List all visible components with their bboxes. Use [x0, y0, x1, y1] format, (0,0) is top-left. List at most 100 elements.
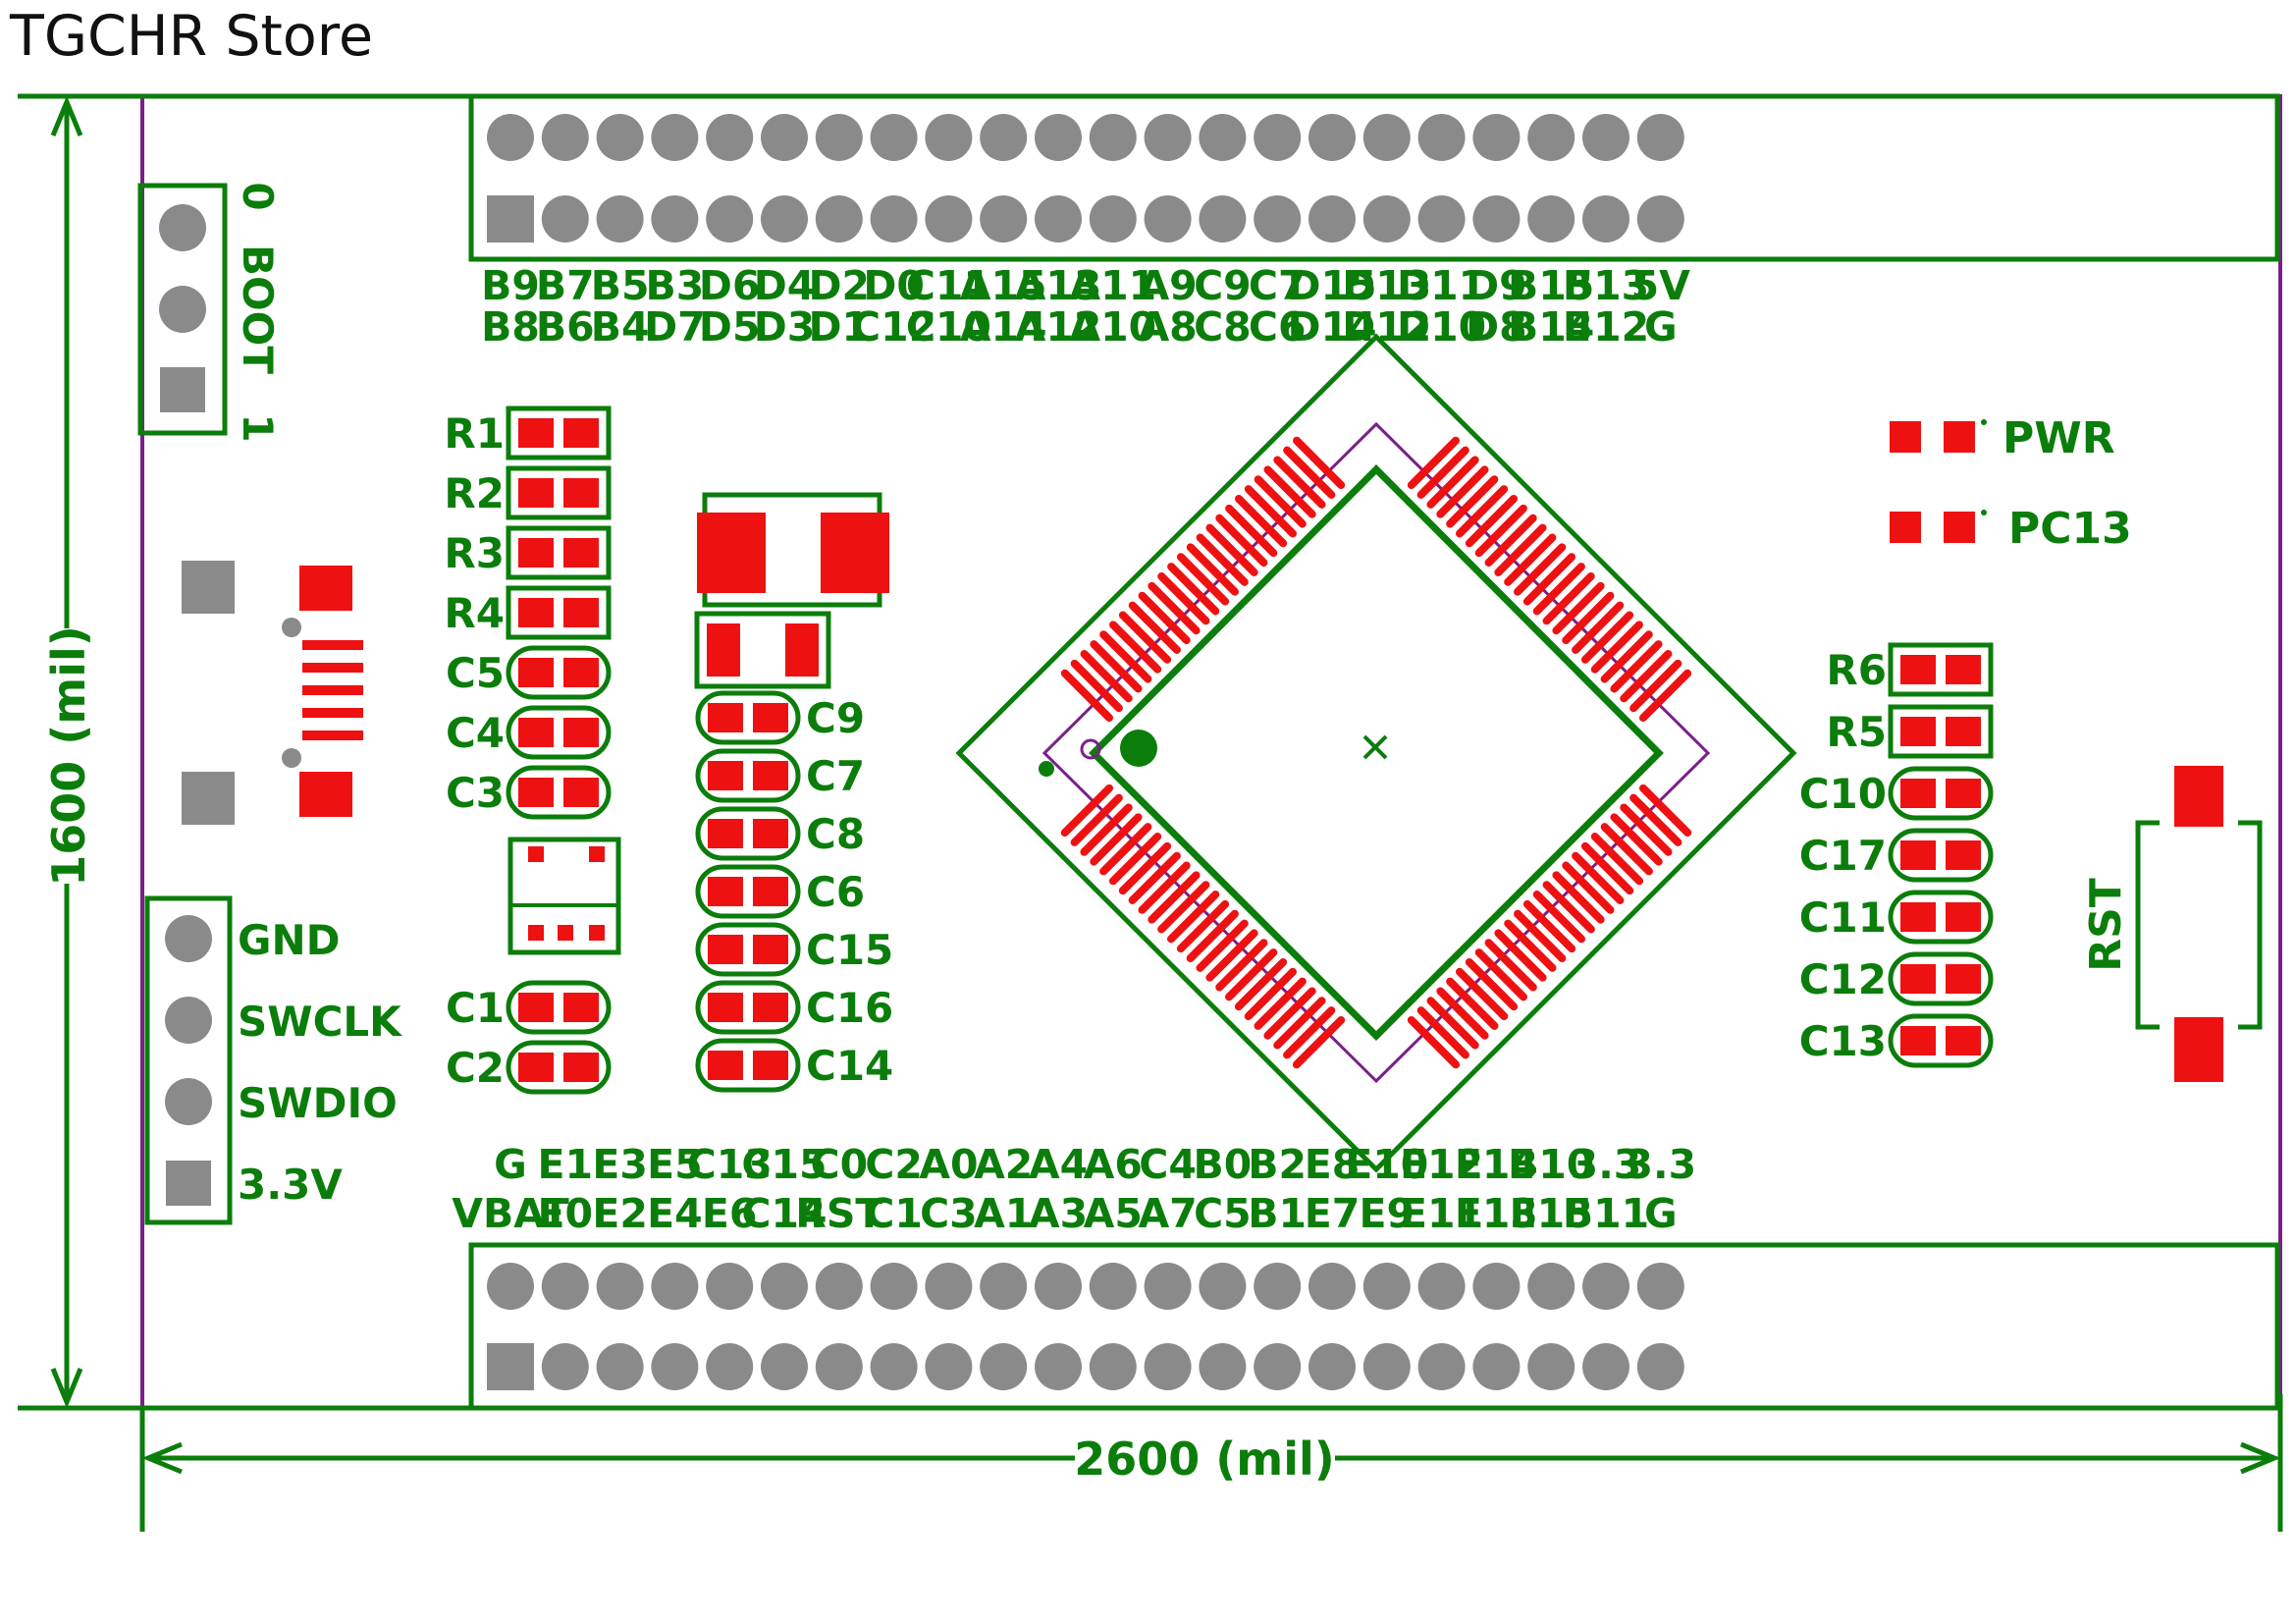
header-label: 3.3 — [1571, 1141, 1642, 1188]
mcu-pin — [1254, 475, 1307, 528]
smd-component — [506, 406, 612, 460]
mcu-pin1-dot — [1120, 730, 1157, 767]
smd-component — [1888, 642, 1994, 697]
header-pin — [596, 1343, 644, 1390]
component-label: R6 — [1826, 646, 1887, 694]
mcu-pin — [1638, 669, 1692, 723]
header-label: A4 — [1029, 1141, 1088, 1188]
header-pin — [1089, 1343, 1137, 1390]
mcu-pin — [1196, 919, 1249, 972]
header-pin — [651, 1343, 699, 1390]
component-label: C2 — [446, 1044, 505, 1092]
header-pin — [925, 195, 973, 243]
header-label: E6 — [702, 1190, 758, 1237]
header-pin — [1527, 1343, 1575, 1390]
header-pin — [761, 1263, 808, 1310]
header-label: B14 — [1508, 303, 1594, 351]
header-pin — [1527, 114, 1575, 161]
header-pin — [1254, 195, 1302, 243]
header-pin — [925, 114, 973, 161]
header-pin — [1362, 195, 1411, 243]
header-pin — [1636, 114, 1684, 161]
component-label: C9 — [806, 694, 865, 742]
smd-component — [695, 806, 801, 861]
header-pin — [1199, 1263, 1247, 1310]
header-pin — [925, 1343, 973, 1390]
header-pin — [925, 1263, 973, 1310]
swd-label-3v3: 3.3V — [238, 1161, 343, 1209]
header-pin — [651, 1263, 699, 1310]
header-label: C13 — [687, 1141, 773, 1188]
header-label: B10 — [1508, 1141, 1594, 1188]
header-label: A15 — [960, 262, 1047, 309]
component-label: R1 — [444, 409, 505, 458]
mcu-pin — [1186, 909, 1239, 962]
top-header-frame — [468, 93, 2280, 262]
smd-component — [1888, 951, 1994, 1006]
mcu-pin — [1494, 523, 1547, 576]
header-pin — [1308, 114, 1356, 161]
bottom-header-pins — [487, 1263, 1684, 1390]
mcu-pin — [1215, 939, 1268, 992]
header-label: B12 — [1563, 303, 1649, 351]
smd-component — [506, 1040, 612, 1095]
header-pin — [1527, 195, 1575, 243]
swd-pin-3v3 — [166, 1161, 211, 1206]
header-pin — [980, 195, 1028, 243]
header-label: E13 — [1455, 1190, 1538, 1237]
mcu-pin — [1542, 571, 1595, 625]
component-label: C8 — [806, 810, 865, 858]
mcu-pin — [1542, 881, 1595, 934]
mcu-pin — [1436, 987, 1489, 1040]
header-pin — [1254, 1263, 1302, 1310]
mcu-pin — [1620, 803, 1673, 856]
component-label: C7 — [806, 752, 865, 800]
header-label: A7 — [1138, 1190, 1197, 1237]
header-label: C14 — [741, 1190, 827, 1237]
mcu-pin — [1244, 967, 1297, 1021]
header-label: E7 — [1305, 1190, 1361, 1237]
header-pin — [815, 1343, 863, 1390]
header-pin — [815, 1263, 863, 1310]
header-label: A0 — [919, 1141, 978, 1188]
height-dimension-label: 1600 (mil) — [42, 625, 95, 887]
header-pin — [1417, 1263, 1466, 1310]
header-label: C6 — [1249, 303, 1307, 351]
component-label: C11 — [1799, 893, 1887, 942]
reset-button — [2135, 766, 2263, 1082]
component-label: R5 — [1826, 708, 1887, 756]
component-label: C1 — [446, 984, 505, 1032]
header-pin — [761, 114, 808, 161]
component-label: R3 — [444, 529, 505, 577]
header-label: A6 — [1084, 1141, 1143, 1188]
mcu-pin — [1128, 851, 1181, 904]
mcu-pin — [1484, 939, 1537, 992]
mcu-pin — [1060, 784, 1114, 838]
header-pin — [870, 1343, 918, 1390]
smd-component — [695, 1038, 801, 1093]
header-label: B1 — [1248, 1190, 1307, 1237]
header-pin — [1144, 195, 1192, 243]
led-pc13 — [1890, 510, 1987, 543]
mcu-pin — [1610, 640, 1663, 693]
mcu-pin — [1099, 823, 1152, 876]
mcu-pin — [1205, 929, 1258, 982]
component-label: C4 — [446, 709, 505, 757]
smd-component — [1888, 704, 1994, 759]
header-pin — [870, 195, 918, 243]
header-label: D11 — [1397, 262, 1486, 309]
mcu-pin — [1552, 871, 1605, 924]
header-label: C3 — [920, 1190, 978, 1237]
mcu-pin — [1416, 446, 1469, 499]
voltage-regulator — [697, 492, 889, 608]
mcu-pin — [1167, 563, 1220, 616]
header-label: A14 — [960, 303, 1047, 351]
header-label: RST — [795, 1190, 882, 1237]
header-label: C9 — [1194, 262, 1252, 309]
header-label: A5 — [1084, 1190, 1143, 1237]
header-pin — [487, 114, 534, 161]
header-label: B2 — [1248, 1141, 1307, 1188]
header-label: D8 — [1466, 303, 1527, 351]
component-label: C3 — [446, 769, 505, 817]
header-label: D5 — [699, 303, 761, 351]
